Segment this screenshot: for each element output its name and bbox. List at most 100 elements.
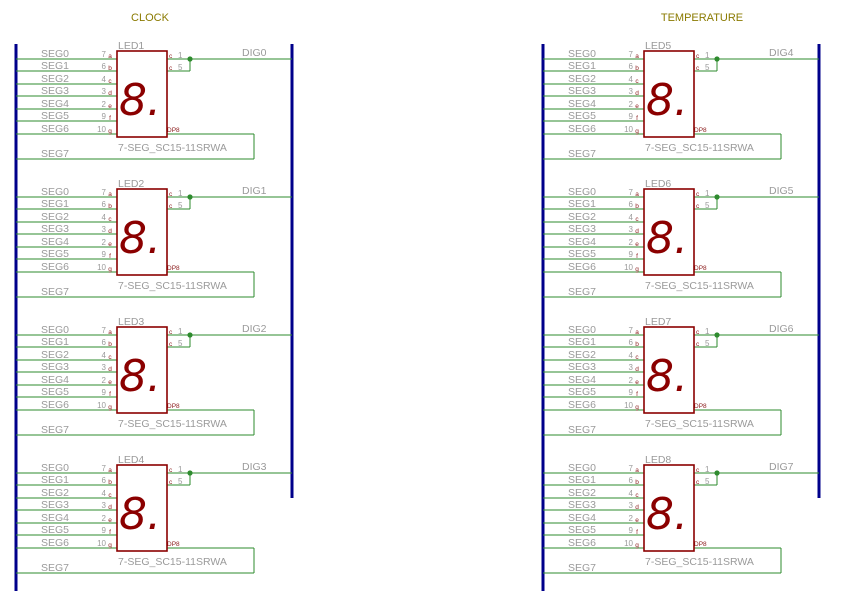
- pin-label: g: [108, 542, 112, 549]
- junction-dot: [187, 332, 193, 338]
- segment-net-label: SEG3: [41, 361, 69, 373]
- segment-net-label: SEG0: [41, 186, 69, 198]
- segment-net-label: SEG2: [41, 211, 69, 223]
- segment-net-label: SEG7: [568, 424, 596, 436]
- segment-net-label: SEG2: [568, 73, 596, 85]
- pin-number: 2: [629, 376, 634, 385]
- pin-label: a: [108, 53, 112, 60]
- part-value: 7-SEG_SC15-11SRWA: [645, 280, 754, 292]
- part-value: 7-SEG_SC15-11SRWA: [118, 280, 227, 292]
- pin-number: 10: [624, 401, 633, 410]
- pin-number: 3: [629, 87, 634, 96]
- pin-label: g: [108, 266, 112, 273]
- junction-dot: [714, 194, 720, 200]
- segment-net-label: SEG3: [568, 85, 596, 97]
- digit-net-label: DIG6: [769, 323, 794, 335]
- pin-number: 6: [629, 338, 634, 347]
- pin-label: d: [108, 228, 112, 235]
- display-name: LED4: [118, 454, 144, 466]
- segment-net-label: SEG0: [568, 324, 596, 336]
- display-name: LED7: [645, 316, 671, 328]
- dp-pin-number: 8: [176, 403, 180, 410]
- pin-number: 7: [629, 50, 634, 59]
- segment-net-label: SEG4: [41, 236, 69, 248]
- display-body: [116, 50, 168, 138]
- segment-net-label: SEG7: [568, 562, 596, 574]
- pin-label: b: [108, 341, 112, 348]
- pin-label: c: [108, 492, 112, 499]
- pin-label: g: [108, 128, 112, 135]
- pin-label: b: [108, 65, 112, 72]
- pin-label: b: [108, 479, 112, 486]
- common-pin-label: c: [696, 329, 700, 336]
- display-name: LED6: [645, 178, 671, 190]
- pin-number: 4: [102, 351, 107, 360]
- display-body: [643, 326, 695, 414]
- junction-dot: [187, 194, 193, 200]
- common-pin-number: 1: [705, 465, 710, 474]
- segment-net-label: SEG4: [568, 512, 596, 524]
- pin-label: d: [635, 228, 639, 235]
- part-value: 7-SEG_SC15-11SRWA: [118, 142, 227, 154]
- segment-net-label: SEG0: [568, 462, 596, 474]
- common-pin-number: 5: [178, 201, 183, 210]
- pin-number: 4: [102, 75, 107, 84]
- pin-number: 4: [629, 351, 634, 360]
- common-pin-label: c: [169, 467, 173, 474]
- segment-net-label: SEG6: [568, 123, 596, 135]
- segment-net-label: SEG2: [568, 487, 596, 499]
- pin-number: 9: [629, 526, 634, 535]
- segment-net-label: SEG6: [41, 537, 69, 549]
- pin-label: f: [109, 529, 111, 536]
- common-pin-number: 1: [178, 51, 183, 60]
- digit-glyph: 8.: [646, 489, 688, 540]
- dp-pin-name: DP: [167, 127, 176, 134]
- pin-number: 2: [102, 238, 107, 247]
- segment-net-label: SEG3: [41, 223, 69, 235]
- common-pin-label: c: [696, 65, 700, 72]
- junction-dot: [187, 56, 193, 62]
- pin-number: 4: [629, 75, 634, 84]
- segment-net-label: SEG3: [41, 499, 69, 511]
- pin-number: 3: [629, 501, 634, 510]
- pin-label: e: [108, 103, 112, 110]
- display-body: [116, 188, 168, 276]
- segment-net-label: SEG7: [41, 148, 69, 160]
- common-pin-number: 5: [705, 63, 710, 72]
- segment-net-label: SEG3: [568, 499, 596, 511]
- pin-label: f: [109, 391, 111, 398]
- pin-number: 3: [102, 225, 107, 234]
- segment-net-label: SEG7: [41, 286, 69, 298]
- common-pin-label: c: [169, 53, 173, 60]
- dp-pin-number: 8: [703, 403, 707, 410]
- dp-pin-name: DP: [694, 541, 703, 548]
- pin-number: 9: [102, 250, 107, 259]
- common-pin-number: 1: [178, 327, 183, 336]
- pin-number: 7: [102, 188, 107, 197]
- digit-glyph: 8.: [119, 351, 161, 402]
- pin-label: d: [635, 90, 639, 97]
- pin-label: e: [108, 517, 112, 524]
- segment-net-label: SEG7: [568, 148, 596, 160]
- pin-number: 7: [629, 464, 634, 473]
- dp-pin-name: DP: [694, 403, 703, 410]
- junction-dot: [714, 470, 720, 476]
- segment-net-label: SEG1: [41, 336, 69, 348]
- common-pin-number: 5: [178, 339, 183, 348]
- pin-number: 2: [102, 514, 107, 523]
- pin-number: 10: [97, 539, 106, 548]
- pin-number: 4: [629, 213, 634, 222]
- pin-label: e: [635, 241, 639, 248]
- common-pin-label: c: [169, 329, 173, 336]
- pin-label: d: [635, 366, 639, 373]
- digit-net-label: DIG2: [242, 323, 267, 335]
- common-pin-number: 1: [705, 189, 710, 198]
- pin-number: 3: [102, 363, 107, 372]
- dp-pin-label: DP8: [694, 127, 707, 134]
- pin-label: c: [635, 78, 639, 85]
- common-pin-number: 1: [178, 465, 183, 474]
- segment-net-label: SEG3: [568, 361, 596, 373]
